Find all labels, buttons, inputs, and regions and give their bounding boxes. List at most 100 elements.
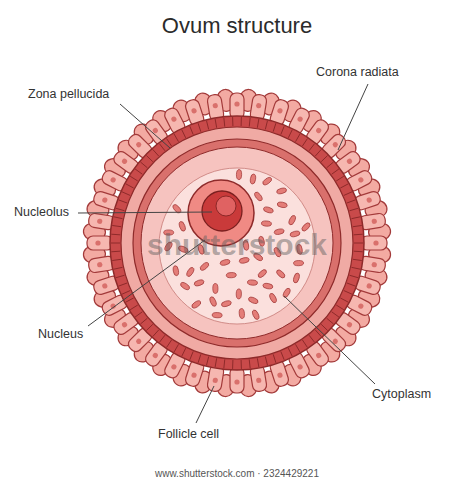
zona-stripe (354, 251, 363, 253)
zona-stripe (273, 354, 276, 363)
cell-nucleus (346, 158, 353, 165)
zona-stripe (198, 354, 201, 363)
granule (261, 221, 271, 227)
zona-stripe (288, 348, 292, 356)
cell-nucleus (135, 338, 142, 345)
cell-nucleus (366, 283, 373, 290)
cell-nucleus (357, 176, 364, 183)
granule (251, 309, 260, 320)
cell-nucleus (110, 176, 117, 183)
zona-stripe (122, 192, 130, 196)
cell-nucleus (102, 197, 109, 204)
zona-stripe (207, 357, 209, 366)
granule (293, 260, 303, 265)
cell-nucleus (315, 352, 322, 359)
follicle-cell (361, 236, 387, 250)
zona-stripe (241, 117, 242, 126)
zona-stripe (315, 149, 321, 156)
cell-nucleus (332, 141, 339, 148)
granule (275, 269, 286, 280)
granule (212, 312, 222, 318)
zona-stripe (296, 134, 301, 142)
cell-nucleus (277, 372, 284, 379)
granule (253, 191, 263, 202)
zona-stripe (112, 225, 121, 226)
granule (293, 272, 301, 283)
zona-stripe (167, 340, 172, 347)
cell-nucleus (371, 218, 377, 224)
zona-stripe (140, 162, 147, 168)
granule (257, 268, 268, 279)
granule (173, 265, 180, 276)
diagram-title: Ovum structure (162, 14, 312, 38)
zona-stripe (249, 118, 251, 127)
zona-stripe (347, 200, 355, 203)
granule (213, 283, 218, 293)
granule (288, 215, 297, 226)
zona-stripe (174, 134, 179, 142)
cell-nucleus (277, 108, 284, 115)
leader-lines (78, 84, 375, 423)
cell-nucleus (212, 377, 218, 383)
part-label: Nucleolus (14, 206, 69, 220)
zona-stripe (182, 348, 186, 356)
zona-stripes (111, 117, 363, 369)
zona-stripe (351, 267, 360, 269)
zona-stripe (336, 176, 344, 181)
zona-stripe (327, 318, 334, 324)
watermark: www.shutterstock.com · 2324429221 (155, 468, 319, 479)
zona-stripe (198, 123, 201, 132)
granule (239, 308, 245, 318)
zona-stripe (126, 184, 134, 188)
zona-stripe (111, 243, 120, 244)
zona-stripe (241, 360, 242, 369)
zona-stripe (153, 149, 159, 156)
zona-stripe (114, 217, 123, 219)
zona-stripe (265, 121, 267, 130)
zona-stripe (174, 344, 179, 352)
granule (263, 283, 274, 290)
granule (263, 206, 274, 214)
granule (194, 279, 205, 287)
zona-stripe (321, 324, 327, 330)
zona-stripe (119, 283, 127, 286)
granule (179, 281, 190, 291)
zona-stripe (257, 119, 259, 128)
cell-nucleus (212, 103, 218, 109)
cell-nucleus (121, 321, 128, 328)
zona-stripe (159, 144, 165, 151)
zona-stripe (159, 335, 165, 342)
cell-nucleus (191, 108, 198, 115)
perivitelline-ring (121, 127, 353, 359)
leader-line (78, 212, 212, 213)
cell-nucleus (373, 240, 378, 245)
zona-stripe (309, 335, 315, 342)
cell-nucleus (366, 197, 373, 204)
granule (262, 176, 273, 186)
follicle-cell (230, 367, 244, 393)
zona-stripe (353, 225, 362, 226)
granule (226, 272, 236, 278)
zona-stripe (340, 298, 348, 302)
granule (248, 296, 259, 305)
zona-stripe (273, 123, 276, 132)
zona-stripe (302, 139, 307, 146)
zona-stripe (327, 162, 334, 168)
zona-stripe (114, 267, 123, 269)
nucleolus-core (216, 196, 236, 216)
zona-stripe (321, 155, 327, 161)
zona-stripe (135, 312, 142, 317)
leader-line (284, 296, 375, 384)
zona-stripe (112, 259, 121, 260)
follicle-cell (87, 236, 113, 250)
granule (221, 300, 232, 308)
zona-stripe (119, 200, 127, 203)
zona-stripe (215, 358, 217, 367)
zona-stripe (349, 208, 358, 210)
cell-nucleus (97, 262, 103, 268)
cell-nucleus (315, 127, 322, 134)
zona-stripe (116, 208, 125, 210)
zona-stripe (351, 217, 360, 219)
granule (186, 266, 196, 277)
leader-line (196, 386, 214, 423)
